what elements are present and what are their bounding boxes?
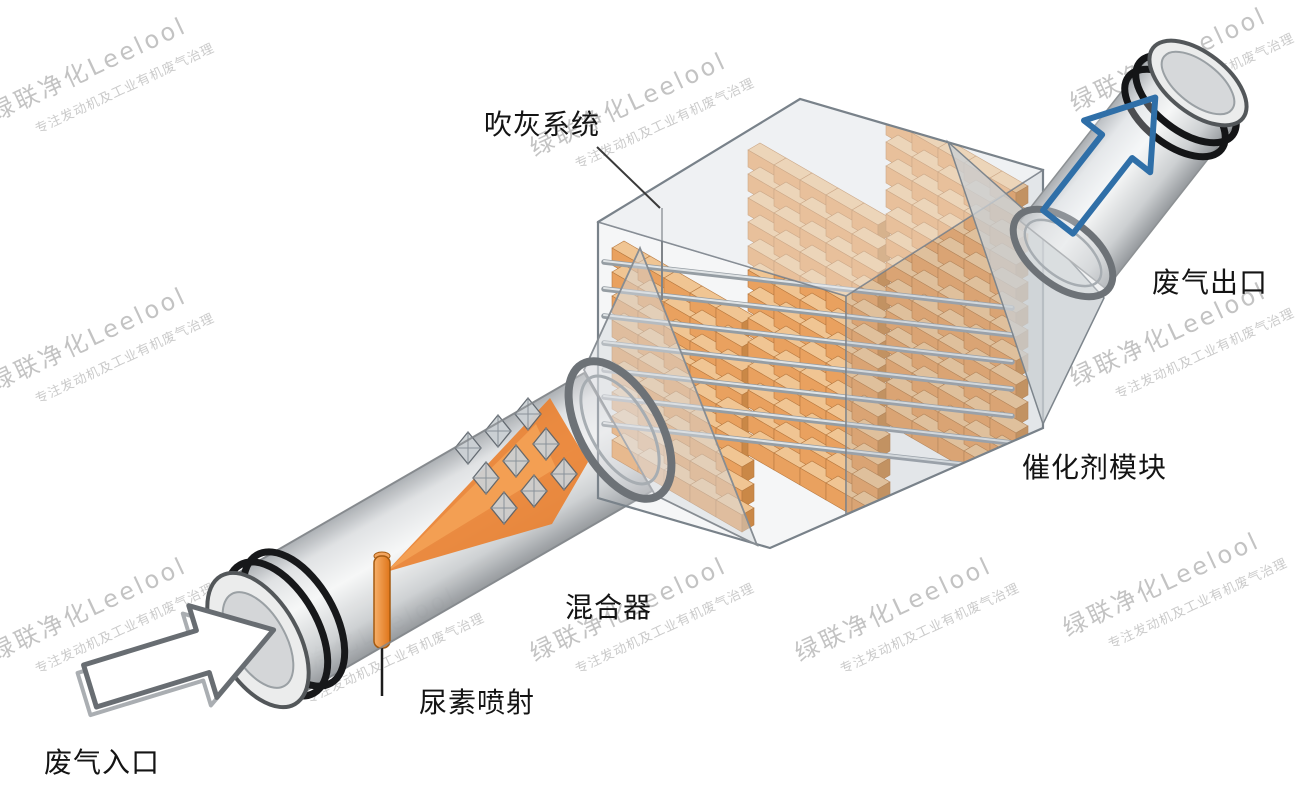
label-exhaust-outlet: 废气出口: [1152, 266, 1269, 299]
outlet-arrow: [1040, 94, 1159, 237]
catalyst-housing: [596, 97, 1045, 550]
mixer-graphic: [454, 396, 578, 526]
label-urea-injection: 尿素喷射: [419, 686, 536, 719]
outlet-cone: [946, 139, 1105, 426]
outlet-junction-ring: [1009, 205, 1117, 301]
inlet-arrow: [75, 603, 277, 718]
pipe-housing-ring: [564, 357, 676, 503]
pipe-edge: [223, 372, 585, 582]
housing-outline: [596, 97, 1045, 550]
label-exhaust-inlet: 废气入口: [44, 746, 161, 779]
soot-blowing-leader-line: [596, 146, 661, 209]
label-soot-blowing-system: 吹灰系统: [484, 108, 601, 141]
urea-injector: [373, 551, 391, 696]
outlet-assembly: [946, 38, 1249, 426]
label-catalyst-module: 催化剂模块: [1022, 451, 1168, 484]
pipe-edge: [291, 490, 653, 700]
label-mixer: 混合器: [565, 591, 653, 624]
inlet-cone: [582, 245, 759, 547]
